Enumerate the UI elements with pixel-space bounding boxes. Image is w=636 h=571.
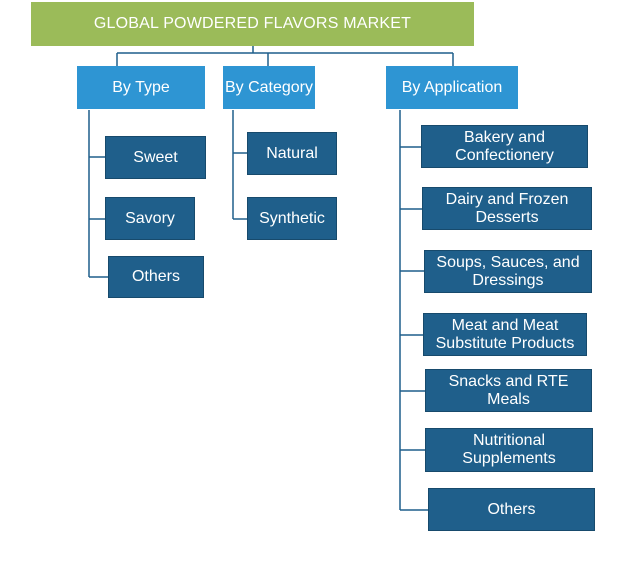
leaf-natural: Natural (247, 132, 337, 175)
leaf-meat-substitute-products: Meat and Meat Substitute Products (423, 313, 587, 356)
leaf-dairy-frozen-desserts: Dairy and Frozen Desserts (422, 187, 592, 230)
category-by-category: By Category (223, 66, 315, 109)
leaf-bakery-confectionery: Bakery and Confectionery (421, 125, 588, 168)
category-by-application: By Application (386, 66, 518, 109)
leaf-type-others: Others (108, 256, 204, 298)
diagram-title: GLOBAL POWDERED FLAVORS MARKET (31, 2, 474, 46)
leaf-snacks-rte-meals: Snacks and RTE Meals (425, 369, 592, 412)
leaf-savory: Savory (105, 197, 195, 240)
leaf-sweet: Sweet (105, 136, 206, 179)
category-by-type: By Type (77, 66, 205, 109)
leaf-synthetic: Synthetic (247, 197, 337, 240)
leaf-soups-sauces-dressings: Soups, Sauces, and Dressings (424, 250, 592, 293)
leaf-nutritional-supplements: Nutritional Supplements (425, 428, 593, 472)
leaf-application-others: Others (428, 488, 595, 531)
